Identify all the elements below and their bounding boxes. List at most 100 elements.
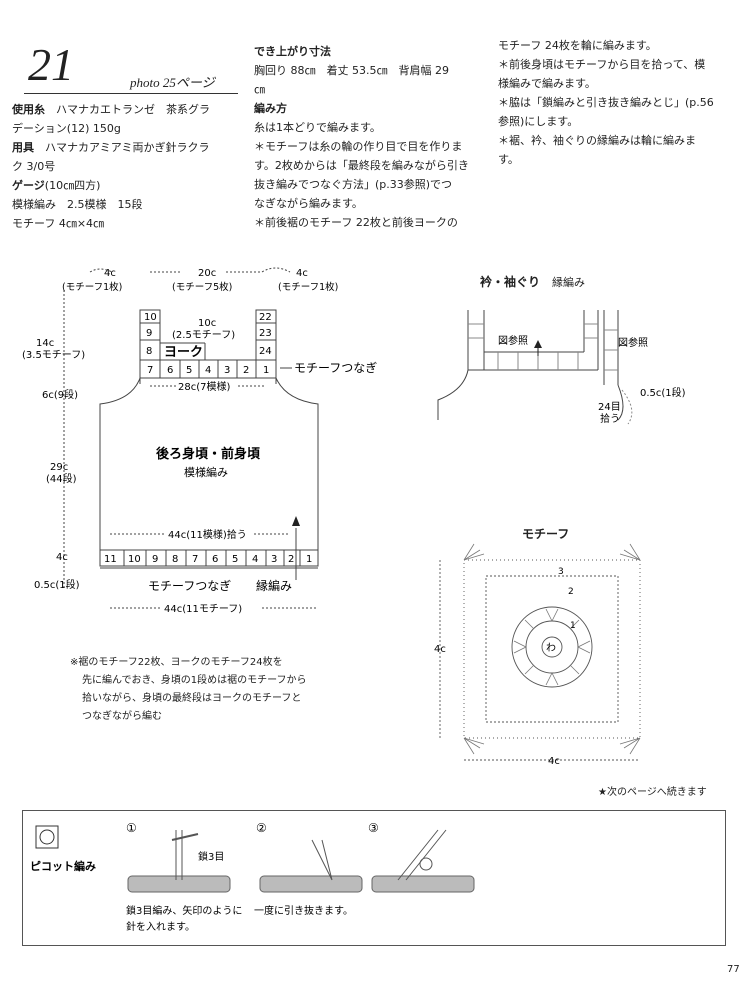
yoke-cell-1: 1 — [263, 365, 269, 376]
up-arrow-icon — [534, 340, 542, 348]
method-line-12: ＊裾、衿、袖ぐりの縁編みは輪に編みま — [498, 134, 696, 147]
motif-bottom-dim: 4c — [548, 756, 560, 767]
picot-step-2: ② — [256, 821, 267, 835]
neck-title-row: 衿・袖ぐり 縁編み — [480, 273, 585, 290]
hem-join-label: モチーフつなぎ — [148, 579, 231, 593]
method-line-8: ＊前後身頃はモチーフから目を拾って、模 — [498, 58, 706, 71]
method-line-3: す。2枚めからは「最終段を編みながら引き — [254, 159, 469, 172]
strap-right-23: 23 — [259, 328, 272, 339]
dim-3-5-motif: (3.5モチーフ) — [22, 349, 85, 361]
hem-cell-7: 7 — [192, 554, 198, 565]
strap-left-9: 9 — [146, 328, 152, 339]
hem-cell-2: 2 — [288, 554, 294, 565]
note-line-2: 先に編んでおき、身頃の1段めは裾のモチーフから — [82, 675, 307, 686]
hem-cell-11: 11 — [104, 554, 117, 565]
dim-6c: 6c(9段) — [42, 388, 78, 401]
body-subtitle: 模様編み — [184, 465, 228, 479]
neck-title: 衿・袖ぐり — [480, 275, 541, 289]
neck-diagram: 図参照 図参照 0.5c(1段) 24目 拾う — [437, 310, 686, 425]
method-line-11: 参照)にします。 — [498, 115, 579, 128]
hem-cell-8: 8 — [172, 554, 178, 565]
neck-pick-24: 24目 — [598, 402, 621, 413]
motif-round-3: 3 — [558, 567, 564, 577]
pattern-number: 21 — [28, 39, 74, 90]
strap-left-10: 10 — [144, 312, 157, 323]
dim-10c: 10c — [198, 318, 216, 329]
dim-4c-right: 4c — [296, 268, 308, 279]
yoke-cell-4: 4 — [205, 365, 211, 376]
yarn-text-2: デーション(12) 150g — [12, 122, 121, 135]
neck-pick: 拾う — [600, 412, 620, 425]
hem-cell-3: 3 — [271, 554, 277, 565]
width-28c: 28c(7模様) — [178, 380, 230, 393]
pick-44c: 44c(11模様)拾う — [168, 528, 247, 541]
bottom-44c: 44c(11モチーフ) — [164, 603, 242, 615]
continued-note: ★次のページへ続きます — [598, 787, 707, 798]
note-line-3: 拾いながら、身頃の最終段はヨークのモチーフと — [82, 693, 302, 704]
picot-ch3: 鎖3目 — [198, 850, 224, 863]
dim-14c: 14c — [36, 338, 54, 349]
motif-round-2: 2 — [568, 587, 574, 597]
size-text-2: ㎝ — [254, 83, 265, 96]
header-rule — [24, 93, 238, 94]
dim-0-5c: 0.5c(1段) — [34, 578, 80, 591]
picot-step-3: ③ — [368, 821, 379, 835]
dim-29c: 29c — [50, 462, 68, 473]
materials-column: 使用糸 ハマナカエトランゼ 茶系グラ デーション(12) 150g 用具 ハマナ… — [12, 100, 210, 233]
motif-diagram: 3 2 1 わ 4c 4c — [434, 543, 641, 767]
body-diagram: 4c 20c 4c (モチーフ1枚) (モチーフ5枚) (モチーフ1枚) 14c… — [22, 267, 377, 615]
picot-caption-2: 一度に引き抜きます。 — [254, 904, 353, 917]
tool-text-2: ク 3/0号 — [12, 160, 56, 173]
gauge-unit: (10㎝四方) — [44, 179, 101, 192]
picot-step-1: ① — [126, 821, 137, 835]
hem-cell-1: 1 — [306, 554, 312, 565]
gauge-text-2: モチーフ 4㎝×4㎝ — [12, 217, 105, 230]
instructions-column: でき上がり寸法 胸回り 88㎝ 着丈 53.5㎝ 背肩幅 29 ㎝ 編み方 糸は… — [254, 42, 469, 232]
instructions-column-2: モチーフ 24枚を輪に編みます。 ＊前後身頃はモチーフから目を拾って、模 様編み… — [498, 36, 714, 169]
hem-cell-9: 9 — [152, 554, 158, 565]
tool-text: ハマナカアミアミ両かぎ針ラクラ — [45, 141, 210, 154]
size-text-1: 胸回り 88㎝ 着丈 53.5㎝ 背肩幅 29 — [254, 64, 449, 77]
yarn-text: ハマナカエトランゼ 茶系グラ — [56, 103, 210, 116]
hem-cell-10: 10 — [128, 554, 141, 565]
dim-motif1-right: (モチーフ1枚) — [278, 281, 338, 293]
yoke-cell-7: 7 — [147, 365, 153, 376]
motif-title: モチーフ — [522, 527, 570, 541]
edge-label: 縁編み — [256, 578, 292, 593]
yoke-cell-5: 5 — [186, 365, 192, 376]
neck-ref-1: 図参照 — [498, 334, 528, 347]
strap-right-22: 22 — [259, 312, 272, 323]
picot-diagram: ピコット編み ① ② ③ 鎖3目 鎖3目編み、矢印のように 針を入れます。 一度… — [30, 821, 475, 933]
dim-2-5-motif: (2.5モチーフ) — [172, 329, 235, 341]
note-line-4: つなぎながら編む — [82, 711, 162, 722]
method-line-5: なぎながら編みます。 — [254, 197, 363, 210]
method-line-10: ＊脇は「鎖編みと引き抜き編みとじ」(p.56 — [498, 96, 714, 109]
note-line-1: ※裾のモチーフ22枚、ヨークのモチーフ24枚を — [70, 657, 283, 668]
tool-label: 用具 — [12, 141, 34, 154]
hem-cell-4: 4 — [252, 554, 258, 565]
dim-44dan: (44段) — [46, 472, 77, 485]
neck-subtitle: 縁編み — [552, 276, 586, 289]
hem-cell-5: 5 — [232, 554, 238, 565]
gauge-label: ゲージ — [12, 179, 45, 192]
method-line-13: す。 — [498, 153, 519, 166]
picot-caption-1b: 針を入れます。 — [126, 920, 195, 933]
yarn-label: 使用糸 — [12, 103, 45, 116]
strap-left-8: 8 — [146, 346, 152, 357]
assembly-note: ※裾のモチーフ22枚、ヨークのモチーフ24枚を 先に編んでおき、身頃の1段めは裾… — [70, 654, 307, 726]
dim-motif5: (モチーフ5枚) — [172, 281, 232, 293]
motif-join-label: モチーフつなぎ — [294, 361, 377, 375]
method-line-4: 抜き編みでつなぐ方法」(p.33参照)でつ — [254, 178, 453, 191]
yoke-label: ヨーク — [164, 345, 203, 360]
photo-reference: photo 25ページ — [130, 75, 215, 90]
yoke-cell-3: 3 — [224, 365, 230, 376]
page-number: 77 — [727, 964, 740, 975]
up-arrow-icon — [292, 516, 300, 526]
motif-center-ring: わ — [546, 642, 556, 654]
method-line-7: モチーフ 24枚を輪に編みます。 — [498, 39, 657, 52]
dim-4c-hem: 4c — [56, 552, 68, 563]
body-title: 後ろ身頃・前身頃 — [156, 446, 261, 462]
picot-box — [22, 810, 726, 946]
neck-dim: 0.5c(1段) — [640, 386, 686, 399]
dim-motif1-left: (モチーフ1枚) — [62, 281, 122, 293]
